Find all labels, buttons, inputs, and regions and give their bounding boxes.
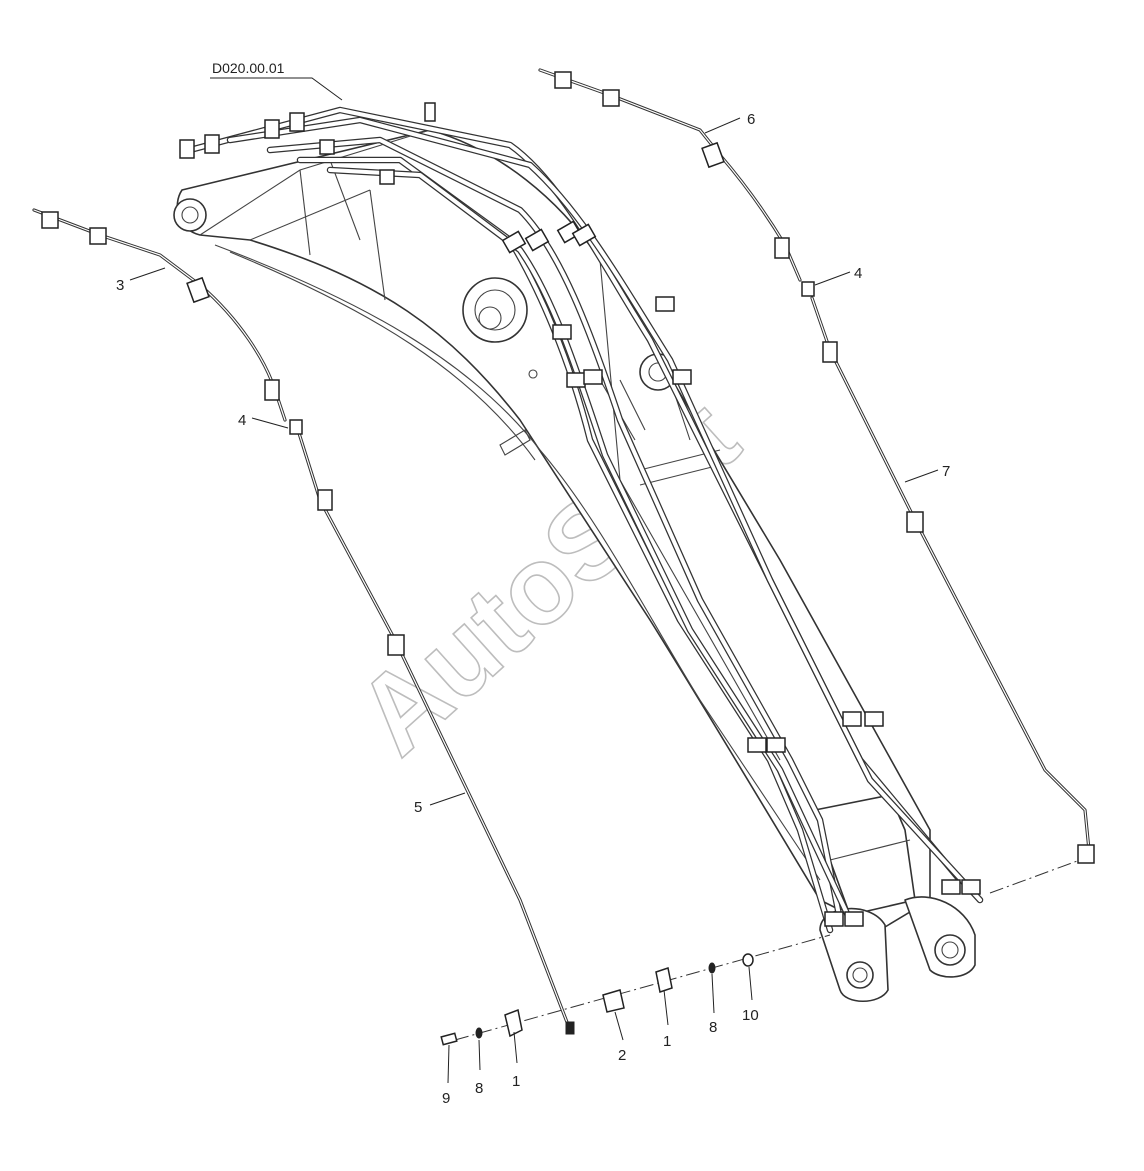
callout-8-left: 8 bbox=[475, 1080, 483, 1097]
callout-4-left: 4 bbox=[238, 412, 246, 429]
callout-6: 6 bbox=[747, 111, 755, 128]
callout-8-right: 8 bbox=[709, 1019, 717, 1036]
reference-label: D020.00.01 bbox=[212, 60, 285, 76]
grease-line-right bbox=[538, 68, 1095, 864]
hose-bundle bbox=[179, 102, 984, 934]
exploded-hardware bbox=[440, 953, 754, 1046]
callout-7: 7 bbox=[942, 463, 950, 480]
centre-line-bottom bbox=[454, 934, 831, 1041]
grease-line-left bbox=[32, 208, 575, 1035]
callout-10: 10 bbox=[742, 1007, 759, 1024]
callout-9: 9 bbox=[442, 1090, 450, 1107]
callout-1-right: 1 bbox=[663, 1033, 671, 1050]
callout-2: 2 bbox=[618, 1047, 626, 1064]
callout-3: 3 bbox=[116, 277, 124, 294]
callout-4-right: 4 bbox=[854, 265, 862, 282]
callout-5: 5 bbox=[414, 799, 422, 816]
centre-line-right bbox=[989, 859, 1081, 894]
leader-lines bbox=[129, 77, 939, 1084]
callout-1-left: 1 bbox=[512, 1073, 520, 1090]
